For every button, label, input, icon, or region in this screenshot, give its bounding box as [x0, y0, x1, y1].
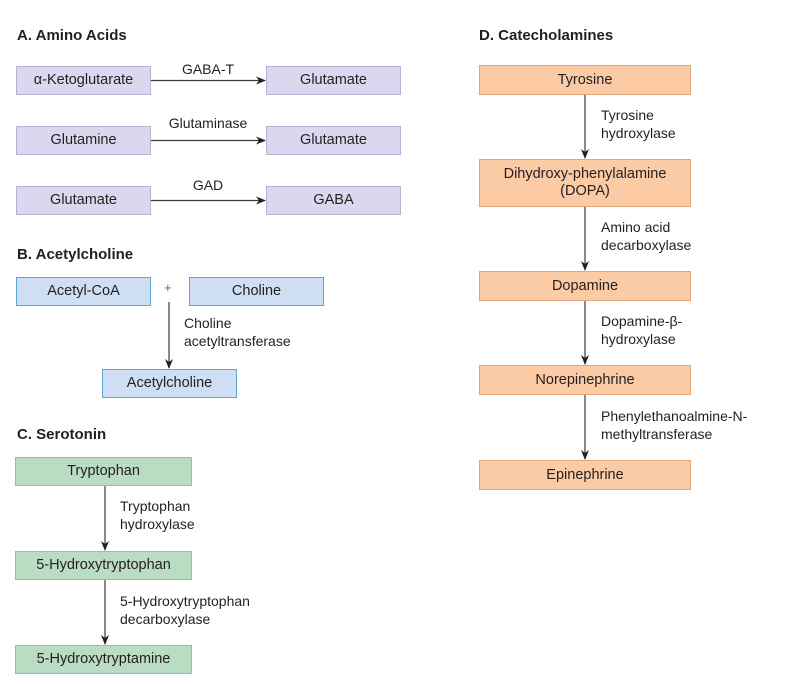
compound-box: 5-Hydroxytryptophan	[15, 551, 192, 580]
compound-line2: (DOPA)	[560, 183, 610, 199]
section-title-catecholamines: D. Catecholamines	[479, 27, 614, 44]
compound-box: α-Ketoglutarate	[16, 66, 151, 95]
compound-box: Tyrosine	[479, 65, 691, 95]
enzyme-label-line2: acetyltransferase	[184, 333, 291, 349]
enzyme-label-line2: decarboxylase	[601, 237, 692, 253]
enzyme-label-line2: decarboxylase	[120, 611, 211, 627]
enzyme-label: Phenylethanoalmine-N- methyltransferase	[601, 407, 747, 443]
compound-line1: Dihydroxy-phenylalamine	[503, 166, 667, 182]
compound-box: Glutamate	[16, 186, 151, 215]
enzyme-label-line2: hydroxylase	[601, 125, 676, 141]
enzyme-label: Tryptophan hydroxylase	[120, 497, 195, 533]
compound-box: Acetylcholine	[102, 369, 237, 398]
enzyme-label-line2: hydroxylase	[601, 331, 676, 347]
enzyme-label-line1: Phenylethanoalmine-N-	[601, 408, 748, 424]
enzyme-label-line1: 5-Hydroxytryptophan	[120, 593, 250, 609]
compound-box: Norepinephrine	[479, 365, 691, 395]
plus-sign: +	[164, 280, 172, 295]
enzyme-label: Dopamine-β- hydroxylase	[601, 312, 682, 348]
compound-box: Glutamate	[266, 66, 401, 95]
enzyme-label: Amino acid decarboxylase	[601, 218, 691, 254]
section-title-serotonin: C. Serotonin	[17, 426, 107, 443]
compound-box: 5-Hydroxytryptamine	[15, 645, 192, 674]
compound-box: Epinephrine	[479, 460, 691, 490]
enzyme-label: Tyrosine hydroxylase	[601, 106, 676, 142]
enzyme-label-line2: methyltransferase	[601, 426, 713, 442]
compound-box: Acetyl-CoA	[16, 277, 151, 306]
enzyme-label-line1: Choline	[184, 315, 232, 331]
compound-box: Dihydroxy-phenylalamine (DOPA)	[479, 159, 691, 207]
section-title-amino-acids: A. Amino Acids	[17, 27, 127, 44]
compound-box: Tryptophan	[15, 457, 192, 486]
compound-box: Glutamine	[16, 126, 151, 155]
compound-box: Glutamate	[266, 126, 401, 155]
section-title-acetylcholine: B. Acetylcholine	[17, 246, 134, 263]
enzyme-label: GABA-T	[181, 61, 235, 77]
enzyme-label: Choline acetyltransferase	[184, 314, 291, 350]
compound-box: Dopamine	[479, 271, 691, 301]
enzyme-label: 5-Hydroxytryptophan decarboxylase	[120, 592, 250, 628]
compound-box: Choline	[189, 277, 324, 306]
compound-box: GABA	[266, 186, 401, 215]
enzyme-label-line1: Dopamine-β-	[601, 313, 683, 329]
enzyme-label-line1: Amino acid	[601, 219, 671, 235]
enzyme-label-line2: hydroxylase	[120, 516, 195, 532]
enzyme-label: Glutaminase	[168, 115, 248, 131]
enzyme-label-line1: Tyrosine	[601, 107, 654, 123]
enzyme-label-line1: Tryptophan	[120, 498, 191, 514]
enzyme-label: GAD	[192, 177, 224, 193]
